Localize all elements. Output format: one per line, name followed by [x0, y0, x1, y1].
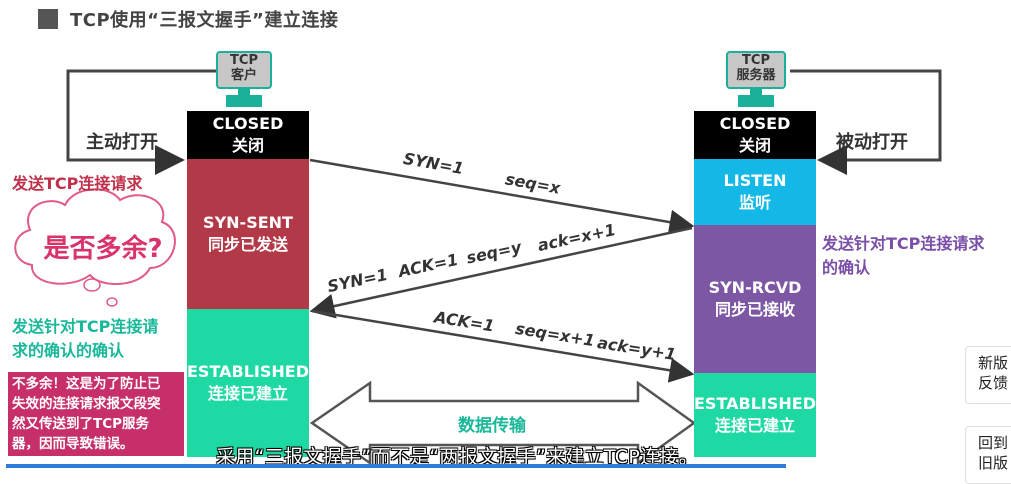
feedback-button[interactable]: 新版反馈 — [965, 346, 1011, 404]
video-subtitle: 采用“三报文握手”而不是“两报文握手”来建立TCP连接。 — [216, 446, 698, 468]
back-to-old-version-button[interactable]: 回到旧版 — [965, 426, 1011, 484]
passive-open-label: 被动打开 — [836, 132, 908, 153]
client-computer-icon — [216, 51, 272, 89]
ack-arrow — [311, 309, 695, 383]
active-open-label: 主动打开 — [86, 132, 158, 153]
bubble-text: 是否多余? — [43, 234, 163, 264]
page-title: TCP使用“三报文握手”建立连接 — [70, 10, 339, 31]
client-monitor-stand — [238, 89, 250, 95]
bubble-dot-2 — [106, 297, 118, 307]
syn-arrow — [309, 158, 695, 235]
bubble-dot-1 — [83, 278, 101, 292]
explanation-box: 不多余！这是为了防止已 失效的连接请求报文段突 然又传送到了TCP服务 器，因而… — [8, 372, 184, 456]
send-request-note: 发送TCP连接请求 — [12, 174, 143, 193]
data-transfer-label: 数据传输 — [458, 416, 526, 436]
syn-ack-arrow — [309, 226, 693, 319]
server-monitor-stand — [750, 89, 762, 95]
client-monitor-base — [226, 95, 262, 107]
client-ack-note: 发送针对TCP连接请求的确认的确认 — [12, 317, 159, 360]
video-progress-bar[interactable] — [6, 464, 786, 468]
server-ack-note: 发送针对TCP连接请求的确认 — [822, 234, 985, 277]
server-monitor-base — [738, 95, 774, 107]
title-square-icon — [38, 9, 58, 29]
passive-open-arrow — [790, 69, 942, 175]
thought-bubble — [14, 188, 176, 286]
server-computer-icon — [726, 51, 786, 89]
